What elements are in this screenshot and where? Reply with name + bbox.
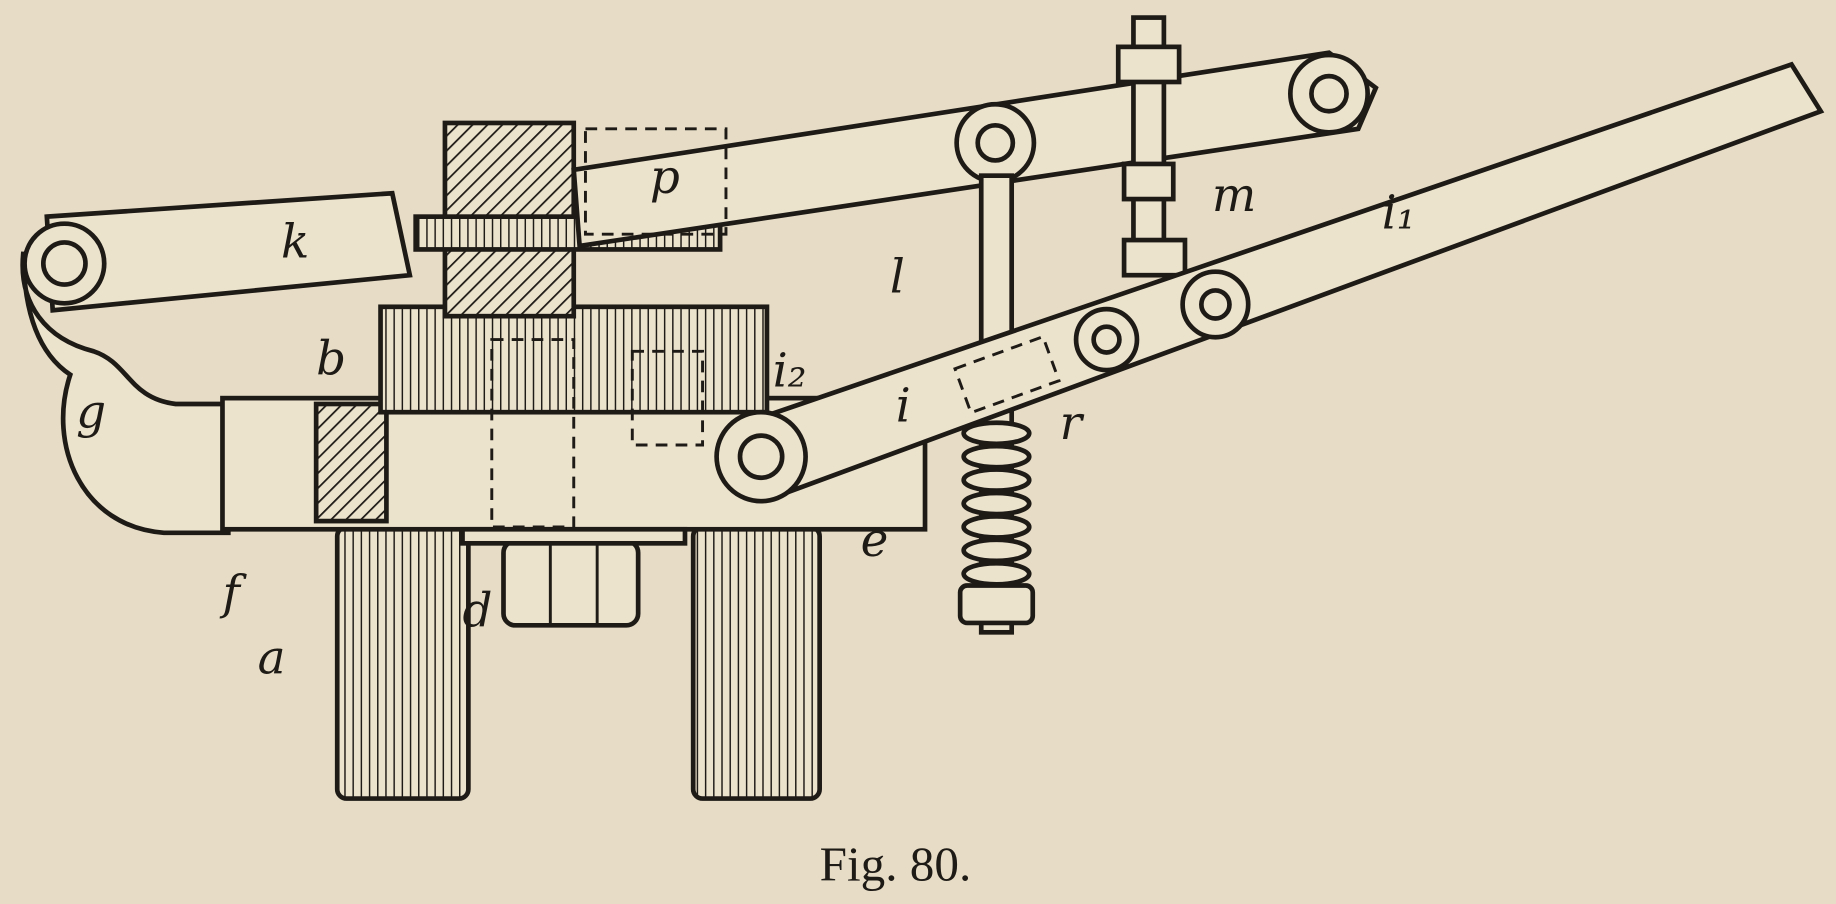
label-k: k [281,216,309,270]
spring [961,420,1032,587]
body-hatched-left [313,401,389,524]
label-m: m [1212,169,1256,223]
label-p: p [650,151,680,205]
label-i2: i₂ [773,344,807,398]
label-g: g [76,385,106,439]
label-f: f [219,567,247,621]
washer [460,526,688,546]
rod-nut [957,583,1036,626]
foot-left [334,524,471,801]
foot-right [690,524,822,801]
label-e: e [861,514,889,568]
label-l: l [890,251,905,305]
label-i: i [896,380,911,434]
figure-caption: Fig. 80. [820,837,972,892]
hook-g [20,251,231,536]
label-b: b [316,333,346,387]
nut-d [501,538,641,628]
label-d: d [463,584,493,638]
label-i1: i₁ [1382,186,1416,240]
label-a: a [258,631,286,685]
label-r: r [1060,397,1085,451]
